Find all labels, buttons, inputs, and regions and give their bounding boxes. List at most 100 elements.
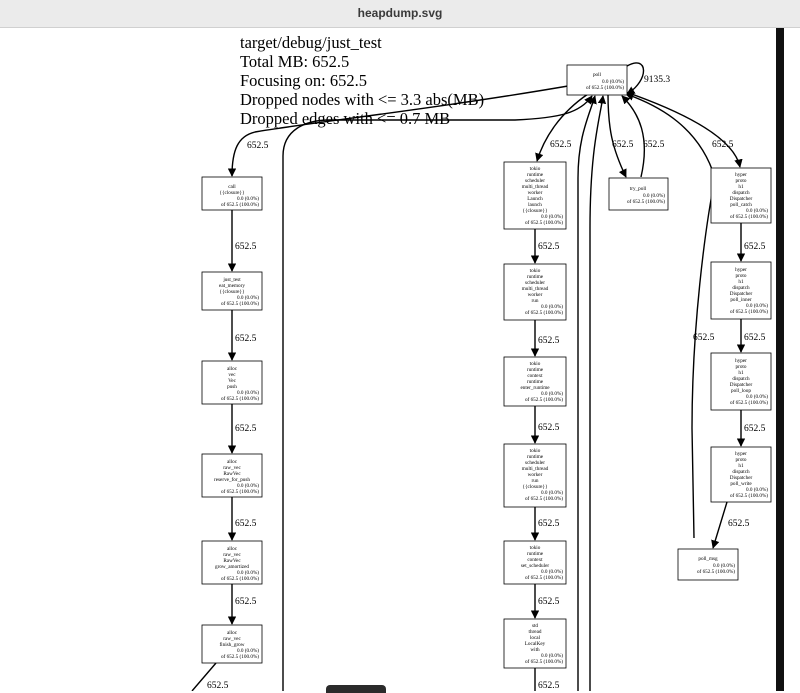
node-line: 0.0 (0.0%) [541, 568, 563, 575]
edge-label: 652.5 [744, 424, 766, 434]
node-line: dispatch [732, 190, 750, 196]
node-line: try_poll [630, 186, 647, 192]
node-line: Dispatcher [730, 196, 753, 202]
node-line: Launch [527, 196, 543, 202]
node-line: scheduler [525, 178, 545, 184]
node-line: h1 [738, 279, 744, 285]
node-line: poll_inner [730, 297, 752, 303]
node-line: alloc [227, 630, 238, 636]
node-line: poll_write [730, 481, 752, 487]
node-poll-loop[interactable]: hyper proto h1 dispatch Dispatcher poll_… [710, 352, 772, 411]
node-line: proto [736, 457, 747, 463]
edge-finish-out [191, 662, 217, 691]
node-line: enter_runtime [520, 385, 550, 391]
node-line: 0.0 (0.0%) [541, 489, 563, 496]
node-line: of 652.5 (100.0%) [221, 300, 259, 307]
overlay-pill[interactable] [326, 685, 386, 693]
node-try-poll[interactable]: try_poll 0.0 (0.0%) of 652.5 (100.0%) [608, 177, 669, 211]
node-line: of 652.5 (100.0%) [525, 574, 563, 581]
node-line: poll_loop [731, 388, 751, 394]
node-line: of 652.5 (100.0%) [697, 568, 735, 575]
node-line: worker [528, 292, 543, 298]
node-line: 0.0 (0.0%) [237, 569, 259, 576]
node-run-closure[interactable]: tokio runtime scheduler multi_thread wor… [503, 443, 567, 508]
node-line: of 652.5 (100.0%) [525, 658, 563, 665]
node-line: runtime [527, 274, 544, 280]
edge-poll-call [227, 85, 569, 177]
node-line: hyper [735, 267, 747, 273]
edge-label: 652.5 [235, 242, 257, 252]
node-line: runtime [527, 172, 544, 178]
node-call[interactable]: call {{closure}} 0.0 (0.0%) of 652.5 (10… [201, 176, 263, 211]
node-line: context [527, 373, 543, 379]
node-line: eat_memory [219, 283, 245, 289]
node-line: RawVec [223, 471, 241, 477]
node-worker-run[interactable]: tokio runtime scheduler multi_thread wor… [503, 263, 567, 321]
edge-label: 652.5 [712, 140, 734, 150]
node-line: poll_catch [730, 202, 752, 208]
node-line: of 652.5 (100.0%) [730, 399, 768, 406]
edge-label: 652.5 [550, 140, 572, 150]
edge-label: 652.5 [538, 242, 560, 252]
edge-label: 652.5 [538, 681, 560, 691]
node-line: finish_grow [219, 641, 244, 648]
node-line: dispatch [732, 285, 750, 291]
edge-label: 652.5 [235, 424, 257, 434]
edge-poll-launch [535, 93, 589, 162]
edge-label: 652.5 [235, 597, 257, 607]
node-line: of 652.5 (100.0%) [525, 219, 563, 226]
node-line: 0.0 (0.0%) [643, 192, 665, 199]
edge-label: 652.5 [538, 336, 560, 346]
edge-label: 652.5 [744, 333, 766, 343]
edge-try-poll [621, 95, 645, 178]
edge-label: 652.5 [728, 519, 750, 529]
node-poll-write[interactable]: hyper proto h1 dispatch Dispatcher poll_… [710, 446, 772, 503]
node-line: run [532, 298, 539, 304]
node-poll-catch[interactable]: hyper proto h1 dispatch Dispatcher poll_… [710, 167, 772, 224]
node-line: 0.0 (0.0%) [541, 303, 563, 310]
node-line: 0.0 (0.0%) [746, 207, 768, 214]
node-reserve-for-push[interactable]: alloc raw_vec RawVec reserve_for_push 0.… [201, 453, 263, 498]
node-poll-msg[interactable]: poll_msg 0.0 (0.0%) of 652.5 (100.0%) [677, 548, 739, 581]
node-poll[interactable]: poll 0.0 (0.0%) of 652.5 (100.0%) [566, 64, 628, 96]
node-finish-grow[interactable]: alloc raw_vec finish_grow 0.0 (0.0%) of … [201, 624, 263, 664]
node-line: of 652.5 (100.0%) [586, 84, 624, 91]
node-grow-amortized[interactable]: alloc raw_vec RawVec grow_amortized 0.0 … [201, 540, 263, 585]
node-line: tokio [530, 361, 541, 367]
node-just-test-eat-memory[interactable]: just_test eat_memory {{closure}} 0.0 (0.… [201, 271, 263, 311]
node-line: of 652.5 (100.0%) [627, 198, 665, 205]
edge-label: 652.5 [538, 423, 560, 433]
node-line: 0.0 (0.0%) [237, 195, 259, 202]
node-line: h1 [738, 463, 744, 469]
node-set-scheduler[interactable]: tokio runtime context set_scheduler 0.0 … [503, 540, 567, 585]
node-line: Dispatcher [730, 291, 753, 297]
node-enter-runtime[interactable]: tokio runtime context runtime enter_runt… [503, 356, 567, 407]
node-line: of 652.5 (100.0%) [221, 488, 259, 495]
node-line: with [530, 647, 540, 653]
edge-label: 652.5 [207, 681, 229, 691]
edge-msg-poll [625, 92, 716, 539]
node-line: tokio [530, 448, 541, 454]
window-titlebar: heapdump.svg [0, 0, 800, 28]
node-line: 0.0 (0.0%) [237, 294, 259, 301]
node-line: poll [593, 72, 602, 78]
node-line: 0.0 (0.0%) [602, 78, 624, 85]
node-line: local [530, 635, 541, 641]
call-graph: target/debug/just_test Total MB: 652.5 F… [191, 33, 772, 691]
node-worker-launch[interactable]: tokio runtime scheduler multi_thread wor… [503, 161, 567, 230]
node-localkey-with[interactable]: std thread local LocalKey with 0.0 (0.0%… [503, 618, 567, 669]
node-line: of 652.5 (100.0%) [525, 495, 563, 502]
node-line: of 652.5 (100.0%) [730, 492, 768, 499]
node-line: scheduler [525, 280, 545, 286]
node-line: launch [528, 202, 542, 208]
node-poll-inner[interactable]: hyper proto h1 dispatch Dispatcher poll_… [710, 261, 772, 320]
node-line: of 652.5 (100.0%) [730, 213, 768, 220]
node-line: just_test [222, 277, 241, 283]
node-line: RawVec [223, 558, 241, 564]
node-line: 0.0 (0.0%) [746, 393, 768, 400]
node-line: grow_amortized [215, 564, 249, 570]
node-line: hyper [735, 451, 747, 457]
node-line: runtime [527, 379, 544, 385]
node-vec-push[interactable]: alloc vec Vec push 0.0 (0.0%) of 652.5 (… [201, 360, 263, 405]
node-line: scheduler [525, 460, 545, 466]
